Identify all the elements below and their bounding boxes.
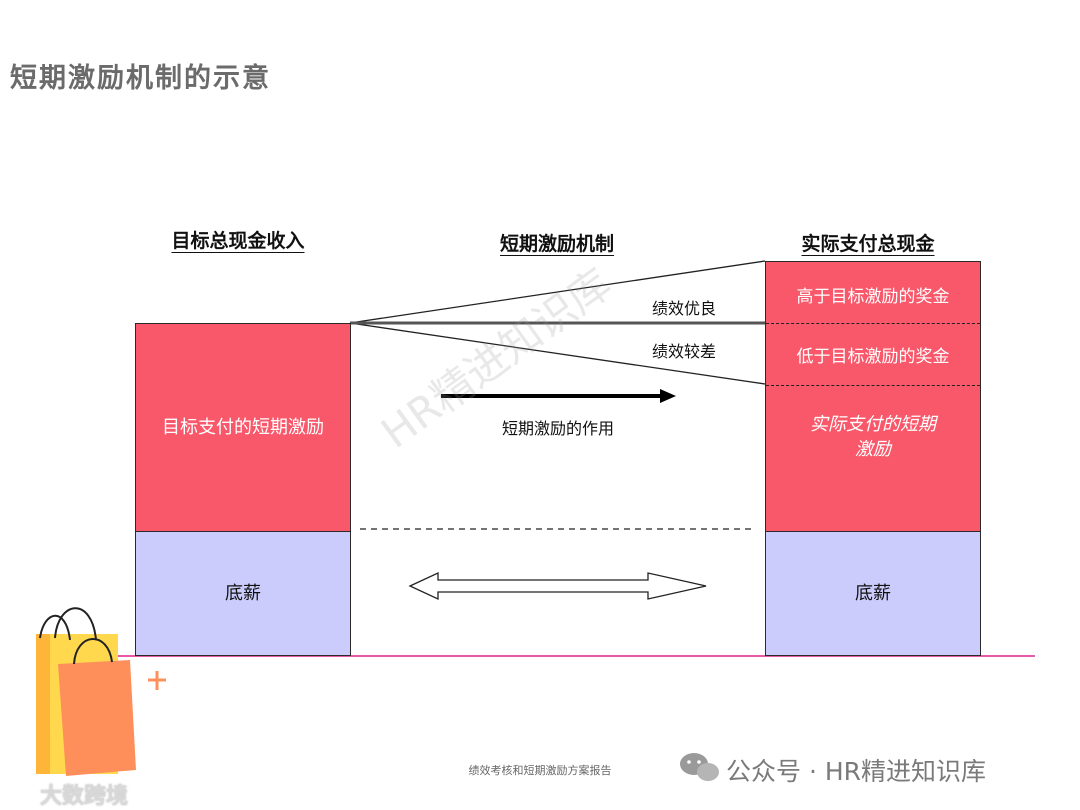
good-performance-label: 绩效优良 [651, 299, 717, 318]
below-target-bonus-label: 低于目标激励的奖金 [796, 347, 950, 367]
above-target-divider [766, 323, 980, 324]
poor-performance-label: 绩效较差 [651, 342, 717, 361]
right-column-title: 实际支付总现金 [801, 233, 935, 255]
wechat-icon [680, 753, 719, 781]
arrow-caption: 短期激励的作用 [501, 419, 615, 438]
below-target-divider [766, 385, 980, 386]
actual-incentive-label: 实际支付的短期 激励 [810, 414, 936, 460]
fan-line-lower [349, 322, 766, 385]
middle-column-title: 短期激励机制 [499, 233, 615, 255]
base-double-arrow [408, 571, 707, 601]
left-base-salary-label: 底薪 [225, 582, 261, 604]
incentive-arrow-head [660, 389, 676, 403]
brand-logo-text: 大数跨境 [40, 784, 129, 809]
target-incentive-label: 目标支付的短期激励 [162, 416, 324, 438]
fan-line-upper [349, 260, 766, 324]
right-base-salary-box: 底薪 [765, 531, 981, 656]
above-target-bonus-label: 高于目标激励的奖金 [796, 287, 950, 307]
left-base-salary-box: 底薪 [135, 531, 351, 656]
wechat-account: 公众号 · HR精进知识库 [726, 757, 987, 786]
left-column-title: 目标总现金收入 [171, 230, 305, 252]
actual-pay-stack: 高于目标激励的奖金 低于目标激励的奖金 实际支付的短期 激励 [765, 261, 981, 532]
target-incentive-box: 目标支付的短期激励 [135, 323, 351, 532]
right-base-salary-label: 底薪 [855, 582, 891, 604]
shopping-bag-icon [36, 607, 166, 776]
report-name: 绩效考核和短期激励方案报告 [468, 764, 612, 777]
page-title: 短期激励机制的示意 [10, 63, 271, 94]
